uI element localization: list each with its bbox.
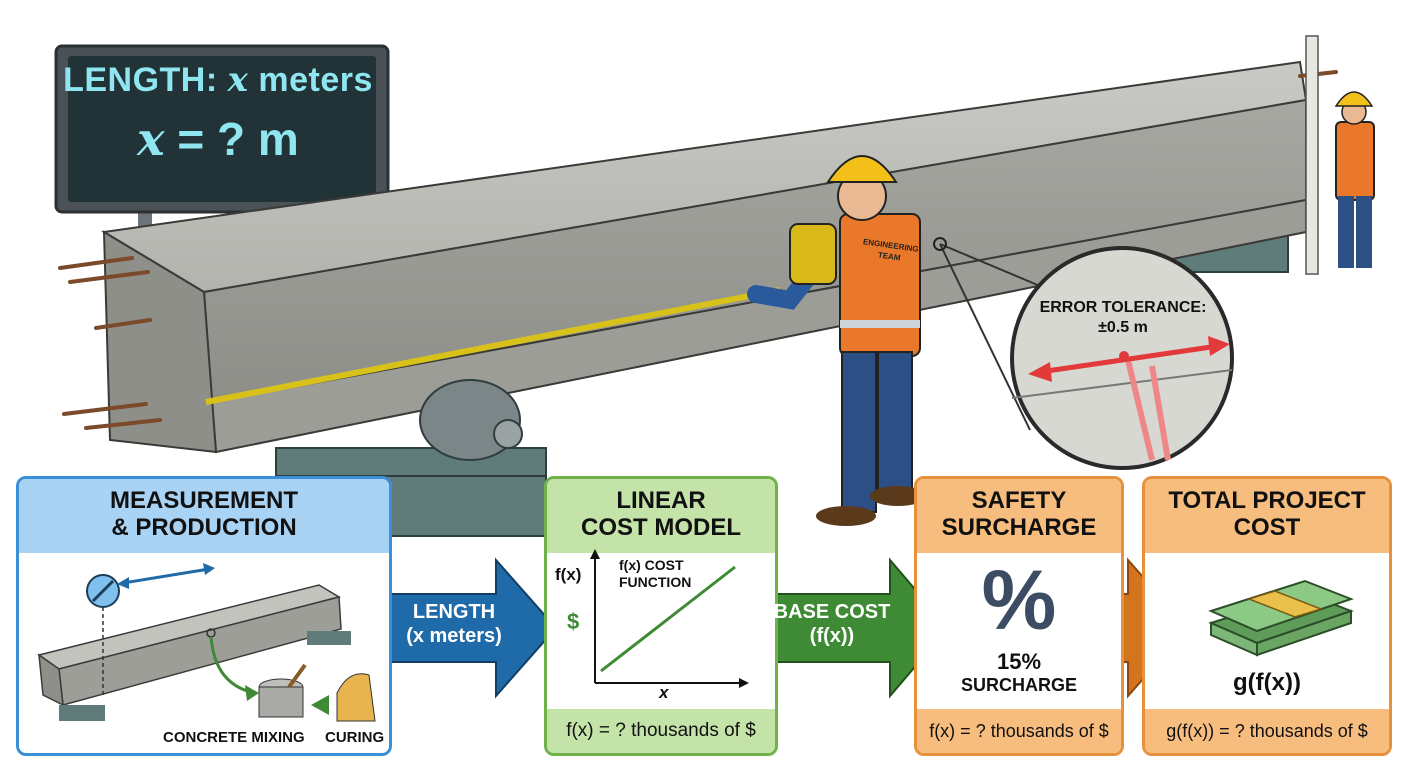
function-caption-line2: FUNCTION (619, 574, 692, 590)
surcharge-panel: SAFETY SURCHARGE % 15% SURCHARGE f(x) = … (914, 476, 1124, 756)
curing-label: CURING (325, 729, 385, 746)
cost-model-title: LINEAR COST MODEL (547, 479, 775, 553)
surcharge-footer: f(x) = ? thousands of $ (917, 709, 1121, 753)
tolerance-value: ±0.5 m (1098, 319, 1148, 336)
length-sign (54, 44, 390, 236)
cost-model-footer: f(x) = ? thousands of $ (547, 709, 775, 753)
base-cost-arrow-label: BASE COST (f(x)) (768, 600, 896, 648)
y-axis-label: f(x) (555, 565, 582, 584)
worker-measuring (747, 155, 926, 526)
base-cost-line2: (f(x)) (809, 625, 855, 647)
mini-beam-illustration (37, 563, 376, 722)
measurement-title-line2: & PRODUCTION (111, 514, 297, 541)
surcharge-percent: 15% (996, 649, 1042, 674)
cost-function-graph (590, 549, 749, 688)
measurement-panel: MEASUREMENT & PRODUCTION CONCRETE MIXING… (16, 476, 392, 756)
total-cost-title-line2: COST (1233, 514, 1301, 541)
total-cost-title: TOTAL PROJECT COST (1145, 479, 1389, 553)
concrete-mixing-label: CONCRETE MIXING (163, 729, 305, 746)
cost-model-panel: LINEAR COST MODEL f(x) $ x f(x) COST FUN… (544, 476, 778, 756)
surcharge-title-line1: SAFETY (971, 487, 1067, 514)
measurement-title-line1: MEASUREMENT (109, 487, 298, 514)
sign-length-label: LENGTH: x meters (63, 60, 373, 100)
composite-expression: g(f(x)) (1233, 669, 1301, 696)
measurement-title: MEASUREMENT & PRODUCTION (19, 479, 389, 553)
function-caption: f(x) COST FUNCTION (619, 557, 691, 591)
tolerance-callout (933, 237, 1234, 470)
surcharge-title: SAFETY SURCHARGE (917, 479, 1121, 553)
dollar-sign: $ (567, 609, 580, 634)
money-stack-icon (1208, 579, 1354, 657)
tolerance-title: ERROR TOLERANCE: (1039, 299, 1207, 316)
sign-length-value: x = ? m (137, 112, 299, 166)
cost-model-title-line2: COST MODEL (581, 514, 741, 541)
function-caption-line1: f(x) COST (619, 557, 684, 573)
total-cost-title-line1: TOTAL PROJECT (1168, 487, 1366, 514)
length-arrow (377, 557, 558, 699)
length-arrow-label: LENGTH (x meters) (384, 600, 524, 648)
cost-model-title-line1: LINEAR (616, 487, 706, 514)
x-axis-label: x (659, 683, 669, 702)
total-cost-footer: g(f(x)) = ? thousands of $ (1145, 709, 1389, 753)
surcharge-caption: SURCHARGE (960, 675, 1077, 695)
tolerance-text: ERROR TOLERANCE: ±0.5 m (1014, 298, 1232, 338)
surcharge-title-line2: SURCHARGE (941, 514, 1097, 541)
length-arrow-line2: (x meters) (406, 625, 502, 647)
length-arrow-line1: LENGTH (412, 601, 496, 623)
percent-icon: % (981, 553, 1057, 647)
total-cost-panel: TOTAL PROJECT COST g(f(x)) g(f(x)) = ? t… (1142, 476, 1392, 756)
base-cost-line1: BASE COST (773, 601, 891, 623)
worker-holding-rod (1305, 35, 1375, 275)
